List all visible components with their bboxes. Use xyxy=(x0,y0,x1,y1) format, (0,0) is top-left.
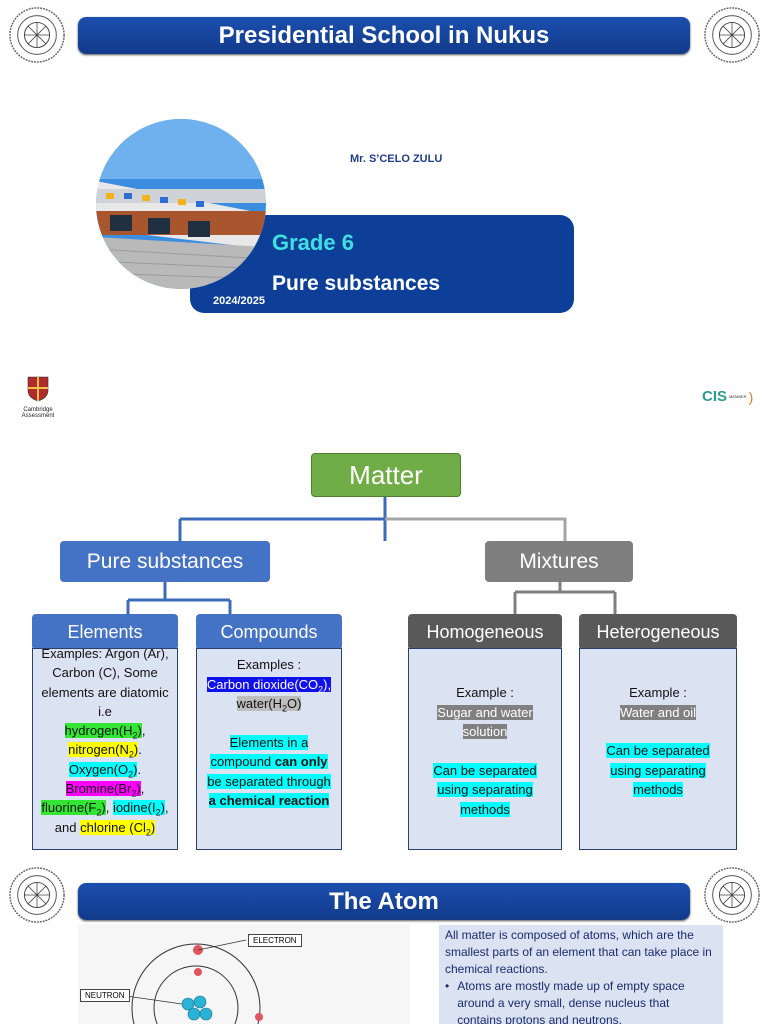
mixtures-node: Mixtures xyxy=(485,541,633,582)
pure-substances-node: Pure substances xyxy=(60,541,270,582)
hydrogen-text: hydrogen(H xyxy=(64,723,133,739)
school-seal-icon xyxy=(9,867,65,923)
school-seal-icon xyxy=(704,7,760,63)
compounds-sep-bold: can only xyxy=(274,754,328,769)
nitrogen-text: nitrogen(N xyxy=(68,742,129,758)
bromine-text: Bromine(Br xyxy=(65,781,132,797)
compounds-panel: Examples : Carbon dioxide(CO2), water(H2… xyxy=(196,648,342,850)
homo-example-label: Example : xyxy=(456,685,514,700)
cambridge-logo-line: Cambridge xyxy=(23,407,53,413)
fluorine-text: fluorine(F xyxy=(41,800,97,816)
neutron-label: NEUTRON xyxy=(80,989,130,1002)
atom-bullet-text: Atoms are mostly made up of empty space … xyxy=(457,979,685,1024)
heterogeneous-node: Heterogeneous xyxy=(579,614,737,650)
compounds-sep-text: Elements in a compound xyxy=(210,734,309,770)
chlorine-text: chlorine (Cl xyxy=(80,819,146,835)
compounds-co2: Carbon dioxide(CO2), xyxy=(206,676,332,695)
water-text-end: O) xyxy=(287,696,302,711)
homo-separation-text: Can be separated using separating method… xyxy=(433,762,537,817)
and-text: , and xyxy=(54,800,169,835)
water-text: water(H xyxy=(236,696,283,711)
compounds-water: water(H2O) xyxy=(236,696,302,714)
atom-icon xyxy=(125,939,263,1024)
compounds-examples-label: Examples : xyxy=(236,657,302,672)
atom-banner: The Atom xyxy=(78,883,690,920)
hetero-example: Water and oil xyxy=(596,703,720,723)
school-photo xyxy=(96,119,266,289)
co2-text: Carbon dioxide(CO xyxy=(206,676,319,692)
homogeneous-panel: Example : Sugar and water solution Can b… xyxy=(408,648,562,850)
elements-node: Elements xyxy=(32,614,178,650)
atom-paragraph: All matter is composed of atoms, which a… xyxy=(445,928,712,976)
heterogeneous-panel: Example : Water and oil Can be separated… xyxy=(579,648,737,850)
hetero-example-text: Water and oil xyxy=(619,704,697,720)
elements-intro: Examples: Argon (Ar), Carbon (C), Some e… xyxy=(41,648,169,719)
cis-logo: CIS MEMBER ) xyxy=(702,388,753,405)
bullet-icon: • xyxy=(445,979,450,993)
elements-list: hydrogen(H2), nitrogen(N2). Oxygen(O2). … xyxy=(41,723,169,838)
homo-example: Sugar and water solution xyxy=(423,703,547,742)
homo-example-text: Sugar and water solution xyxy=(437,704,533,739)
oxygen-text: Oxygen(O xyxy=(68,761,129,777)
school-seal-icon xyxy=(9,7,65,63)
compounds-sep-text2: be separated through xyxy=(207,773,331,789)
cis-logo-text: CIS xyxy=(702,388,728,405)
teacher-name: Mr. S’CELO ZULU xyxy=(350,153,443,165)
iodine-text: iodine(I xyxy=(112,800,156,816)
matter-node: Matter xyxy=(311,453,461,497)
cis-logo-bracket-icon: ) xyxy=(748,388,754,405)
cambridge-logo: Cambridge Assessment xyxy=(18,376,58,419)
atom-text-box: All matter is composed of atoms, which a… xyxy=(439,925,723,1024)
banner: Presidential School in Nukus xyxy=(78,17,690,54)
year-label: 2024/2025 xyxy=(213,295,265,307)
school-seal-icon xyxy=(704,867,760,923)
hetero-separation: Can be separated using separating method… xyxy=(596,741,720,800)
electron-label: ELECTRON xyxy=(248,934,302,947)
cambridge-shield-icon xyxy=(27,376,49,402)
compounds-sep-bold2: a chemical reaction xyxy=(208,793,330,808)
hetero-example-label: Example : xyxy=(629,685,687,700)
hetero-separation-text: Can be separated using separating method… xyxy=(606,743,710,797)
grade-label: Grade 6 xyxy=(272,230,354,255)
atom-bullet: • Atoms are mostly made up of empty spac… xyxy=(445,978,717,1024)
homogeneous-node: Homogeneous xyxy=(408,614,562,650)
cambridge-logo-line: Assessment xyxy=(21,413,55,419)
compounds-separation: Elements in a compound can only be separ… xyxy=(203,733,335,811)
homo-separation: Can be separated using separating method… xyxy=(423,761,547,820)
elements-panel: Examples: Argon (Ar), Carbon (C), Some e… xyxy=(32,648,178,850)
atom-diagram: ELECTRON NEUTRON xyxy=(78,924,410,1024)
compounds-node: Compounds xyxy=(196,614,342,650)
cis-logo-member: MEMBER xyxy=(729,394,747,399)
topic-label: Pure substances xyxy=(272,272,441,295)
